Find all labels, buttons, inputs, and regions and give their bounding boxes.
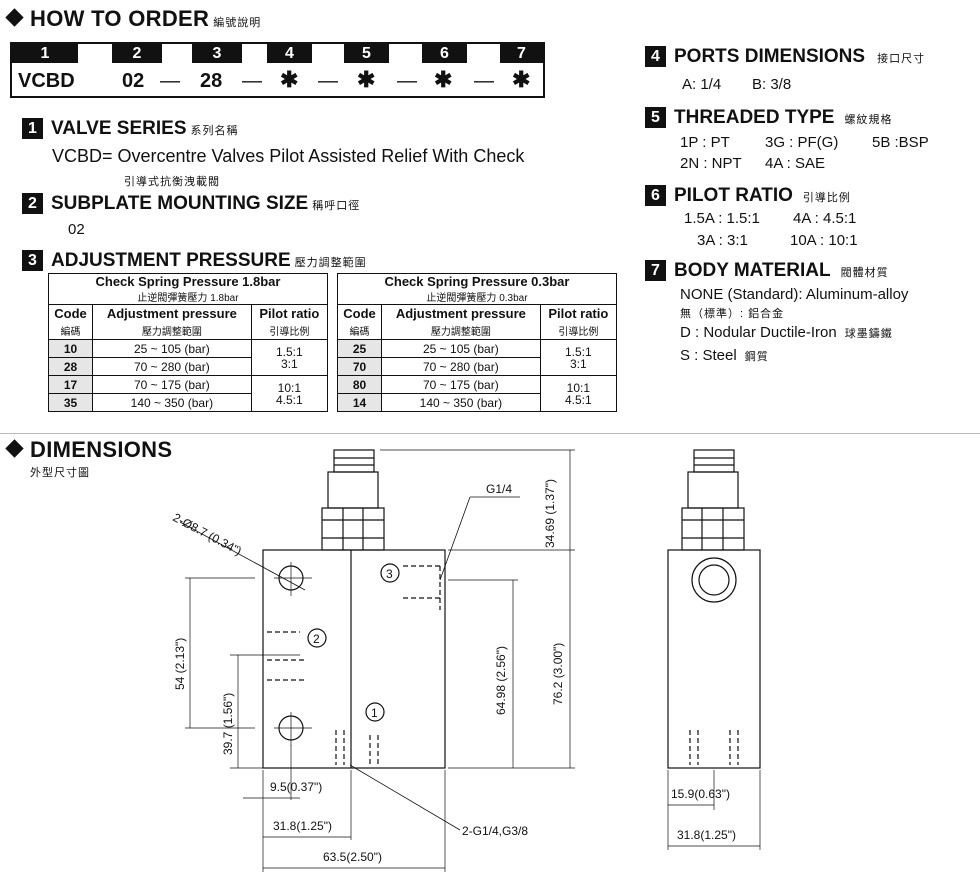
order-position-6: 6 bbox=[422, 44, 467, 63]
label-318: 31.8(1.25") bbox=[273, 819, 332, 833]
code-dash: — bbox=[160, 70, 180, 92]
order-code-values: VCBD 02 — 28 — ✱ — ✱ — ✱ — ✱ bbox=[12, 64, 543, 96]
col-code: Code bbox=[47, 304, 94, 322]
code-dash: — bbox=[242, 70, 262, 92]
code-size: 02 bbox=[122, 70, 145, 92]
section-number: 6 bbox=[645, 185, 666, 206]
section-number: 1 bbox=[22, 118, 43, 139]
code-pilot: ✱ bbox=[434, 67, 453, 92]
material-aluminum-zh: 無（標準）: 鋁合金 bbox=[680, 308, 785, 320]
lock-nut bbox=[333, 449, 375, 473]
col-pilot: Pilot ratio bbox=[539, 304, 618, 322]
adjust-stem bbox=[327, 471, 379, 509]
pressure-table-2: Check Spring Pressure 0.3bar 止逆閥彈簧壓力 0.3… bbox=[336, 273, 618, 412]
dimensions-heading: DIMENSIONS bbox=[5, 437, 172, 463]
valve-body-side bbox=[667, 549, 761, 769]
section-divider bbox=[0, 433, 980, 434]
code-dash: — bbox=[397, 70, 417, 92]
label-762: 76.2 (3.00") bbox=[551, 643, 565, 705]
order-position-2: 2 bbox=[112, 44, 162, 63]
port-2-label: 2 bbox=[313, 632, 320, 646]
thread-pt: 1P : PT bbox=[680, 134, 730, 151]
valve-body-front bbox=[262, 549, 446, 769]
thread-npt: 2N : NPT bbox=[680, 155, 742, 172]
order-position-7: 7 bbox=[500, 44, 543, 63]
code-pressure: 28 bbox=[200, 70, 223, 92]
section-number: 2 bbox=[22, 193, 43, 214]
label-635: 63.5(2.50") bbox=[323, 850, 382, 864]
order-code-box: 1 2 3 4 5 6 7 VCBD 02 — 28 — ✱ — ✱ — ✱ —… bbox=[10, 42, 545, 98]
label-159: 15.9(0.63") bbox=[671, 787, 730, 801]
col-adjustment: Adjustment pressure bbox=[381, 304, 541, 322]
label-397: 39.7 (1.56") bbox=[221, 693, 235, 755]
label-g14: G1/4 bbox=[486, 482, 512, 496]
table-heading: Check Spring Pressure 0.3bar bbox=[337, 273, 617, 289]
table-heading: Check Spring Pressure 1.8bar bbox=[48, 273, 328, 289]
col-code: Code bbox=[336, 304, 383, 322]
order-position-4: 4 bbox=[267, 44, 312, 63]
hex-nut bbox=[321, 507, 385, 551]
port-b: B: 3/8 bbox=[752, 76, 792, 93]
pilot-10a: 10A : 10:1 bbox=[790, 232, 858, 249]
thread-sae: 4A : SAE bbox=[765, 155, 826, 172]
pressure-table-1: Check Spring Pressure 1.8bar 止逆閥彈簧壓力 1.8… bbox=[47, 273, 329, 412]
label-3469: 34.69 (1.37") bbox=[543, 479, 557, 548]
section-number: 4 bbox=[645, 46, 666, 67]
table-row: 28 70 ~ 280 (bar) bbox=[47, 357, 328, 376]
label-318b: 31.8(1.25") bbox=[677, 828, 736, 842]
label-g38: 2-G1/4,G3/8 bbox=[462, 824, 528, 838]
col-pilot: Pilot ratio bbox=[250, 304, 329, 322]
port-a: A: 1/4 bbox=[682, 76, 722, 93]
section-number: 3 bbox=[22, 250, 43, 271]
port-3-label: 3 bbox=[386, 567, 393, 581]
port-1-label: 1 bbox=[371, 706, 378, 720]
order-position-5: 5 bbox=[344, 44, 389, 63]
code-ports: ✱ bbox=[280, 67, 299, 92]
table-row: 35 140 ~ 350 (bar) bbox=[47, 393, 328, 412]
thread-pf: 3G : PF(G) bbox=[765, 134, 839, 151]
table-row: 14 140 ~ 350 (bar) bbox=[336, 393, 617, 412]
label-hole-dia: 2-Ø8.7 (0.34") bbox=[171, 510, 244, 558]
section-number: 5 bbox=[645, 107, 666, 128]
order-position-3: 3 bbox=[192, 44, 242, 63]
pilot-4a: 4A : 4.5:1 bbox=[793, 210, 857, 227]
code-dash: — bbox=[318, 70, 338, 92]
subplate-value: 02 bbox=[68, 221, 85, 238]
side-port bbox=[691, 557, 737, 603]
label-54: 54 (2.13") bbox=[173, 638, 187, 690]
section-number: 7 bbox=[645, 260, 666, 281]
col-adjustment: Adjustment pressure bbox=[92, 304, 252, 322]
pilot-15a: 1.5A : 1.5:1 bbox=[684, 210, 760, 227]
order-position-1: 1 bbox=[12, 44, 78, 63]
material-aluminum: NONE (Standard): Aluminum-alloy bbox=[680, 286, 909, 303]
code-material: ✱ bbox=[512, 67, 531, 92]
thread-bsp: 5B :BSP bbox=[872, 134, 929, 151]
label-95: 9.5(0.37") bbox=[270, 780, 322, 794]
valve-series-desc: VCBD= Overcentre Valves Pilot Assisted R… bbox=[52, 146, 525, 166]
dimensions-heading-zh: 外型尺寸圖 bbox=[30, 467, 90, 479]
pilot-3a: 3A : 3:1 bbox=[697, 232, 748, 249]
code-dash: — bbox=[474, 70, 494, 92]
code-thread: ✱ bbox=[357, 67, 376, 92]
valve-series-desc-zh: 引導式抗衡洩載閥 bbox=[124, 176, 220, 188]
code-series: VCBD bbox=[18, 70, 75, 92]
label-6498: 64.98 (2.56") bbox=[494, 646, 508, 715]
